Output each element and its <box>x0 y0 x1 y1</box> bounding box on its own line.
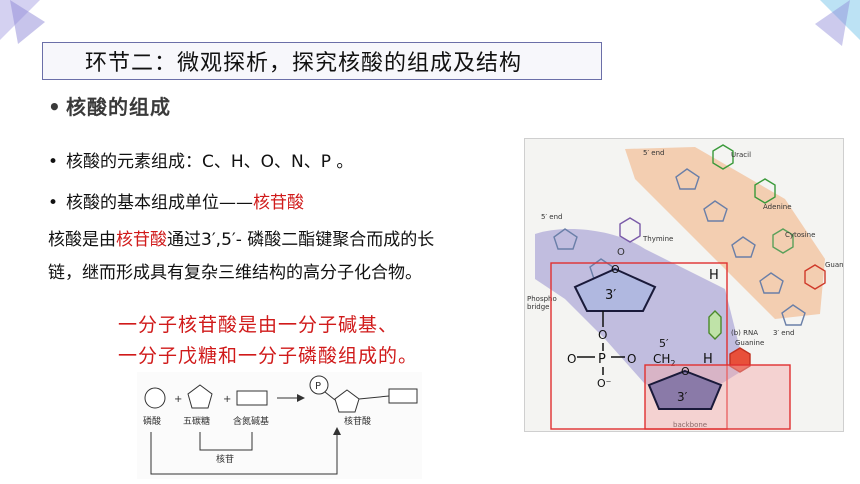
lower-ring-oxygen: O <box>681 365 690 378</box>
bond-line <box>324 391 336 401</box>
bullet-element-composition: • 核酸的元素组成：C、H、O、N、P 。 <box>48 147 353 172</box>
bullet-text: 核酸的基本组成单位—— <box>66 193 253 213</box>
plus-sign: + <box>223 394 231 405</box>
section-heading: •核酸的组成 <box>48 91 171 120</box>
label-base: 含氮碱基 <box>233 415 269 427</box>
label-5prime: 5′ <box>659 337 669 350</box>
para-text: 通过3′,5′- 磷酸二酯键聚合而成的长 <box>167 230 435 250</box>
label-pentose: 五碳糖 <box>183 415 210 427</box>
phosphorus-atom: P <box>598 352 606 367</box>
loop-arrow-head-icon <box>333 427 341 435</box>
slide-title: 环节二：微观探析，探究核酸的组成及结构 <box>85 51 523 76</box>
bond-line <box>358 395 390 400</box>
para-highlight: 核苷酸 <box>116 230 167 250</box>
label-nucleoside: 核苷 <box>216 453 234 465</box>
nucleoside-bracket-line <box>199 432 253 451</box>
corner-decoration-right <box>815 0 860 46</box>
label-rna: (b) RNA <box>731 329 758 337</box>
ch2-group: CH2 <box>653 352 676 368</box>
bullet-basic-unit: • 核酸的基本组成单位——核苷酸 <box>48 188 304 213</box>
nucleotide-phosphate-circle-icon <box>309 375 329 395</box>
pentagon-row <box>553 168 806 326</box>
slide-title-box: 环节二：微观探析，探究核酸的组成及结构 <box>42 42 602 80</box>
label-3-end: 3′ end <box>773 329 794 337</box>
label-guanine: Guanine <box>825 261 844 269</box>
ch2-subscript: 2 <box>670 359 675 368</box>
label-adenine: Adenine <box>763 203 792 211</box>
para-text: 核酸是由 <box>48 230 116 250</box>
label-nucleotide: 核苷酸 <box>344 415 371 427</box>
nucleotide-base-icon <box>388 388 418 404</box>
label-bridge: bridge <box>527 303 549 311</box>
phosphate-oxygen-right: O <box>627 352 636 366</box>
label-5-end-left: 5′ end <box>541 213 562 221</box>
bullet-dot-icon: • <box>48 193 59 213</box>
nucleotide-pentose-icon <box>334 389 360 413</box>
upper-sugar-3prime: 3′ <box>605 288 616 303</box>
base-hexagons <box>619 144 826 373</box>
phosphate-oxygen-bottom: O⁻ <box>597 377 612 390</box>
bullet-text: 核酸的元素组成：C、H、O、N、P 。 <box>66 152 354 172</box>
phosphate-circle-icon <box>144 387 166 409</box>
section-heading-text: 核酸的组成 <box>66 95 171 119</box>
nucleotide-composition-diagram: + + P 磷酸 五碳糖 含氮碱基 核苷酸 核苷 <box>137 372 422 479</box>
label-thymine: Thymine <box>642 235 673 243</box>
atom-h-2: H <box>703 352 713 367</box>
p-symbol: P <box>315 381 321 392</box>
highlight-box-upper <box>550 262 728 430</box>
loop-line <box>150 432 338 475</box>
corner-decoration-left <box>0 0 45 44</box>
bullet-dot-icon: • <box>48 152 59 172</box>
nucleic-acid-structure-figure: 5′ end Uracil Adenine Thymine Cytosine G… <box>524 138 844 432</box>
arrow-head-icon <box>297 394 305 402</box>
atom-h-1: H <box>709 268 719 283</box>
label-uracil: Uracil <box>731 151 751 159</box>
label-phospho: Phospho <box>527 295 557 303</box>
lower-sugar-ring <box>647 369 723 410</box>
label-backbone: backbone <box>673 421 707 429</box>
paragraph-line-1: 核酸是由核苷酸通过3′,5′- 磷酸二酯键聚合而成的长 <box>48 225 528 255</box>
red-statement-line-1: 一分子核苷酸是由一分子碱基、 <box>118 314 399 336</box>
lower-sugar-3prime: 3′ <box>677 390 688 404</box>
top-ring-oxygen: O <box>617 247 625 258</box>
red-statement-line-2: 一分子戊糖和一分子磷酸组成的。 <box>118 345 419 367</box>
bullet-dot-icon: • <box>48 95 62 119</box>
label-cytosine: Cytosine <box>785 231 815 239</box>
upper-ring-oxygen: O <box>611 263 620 276</box>
bullet-highlight: 核苷酸 <box>253 193 304 213</box>
phosphate-oxygen-left: O <box>567 352 576 366</box>
upper-sugar-ring <box>573 267 657 312</box>
base-rectangle-icon <box>236 390 268 406</box>
phosphate-oxygen-top: O <box>598 328 607 342</box>
paragraph-line-2: 链，继而形成具有复杂三维结构的高分子化合物。 <box>48 263 422 283</box>
pentose-pentagon-icon <box>187 384 213 409</box>
label-5-end-top: 5′ end <box>643 149 664 157</box>
ch2-text: CH <box>653 352 670 366</box>
plus-sign: + <box>174 394 182 405</box>
label-phosphate: 磷酸 <box>143 415 161 427</box>
label-guanine-2: Guanine <box>735 339 764 347</box>
